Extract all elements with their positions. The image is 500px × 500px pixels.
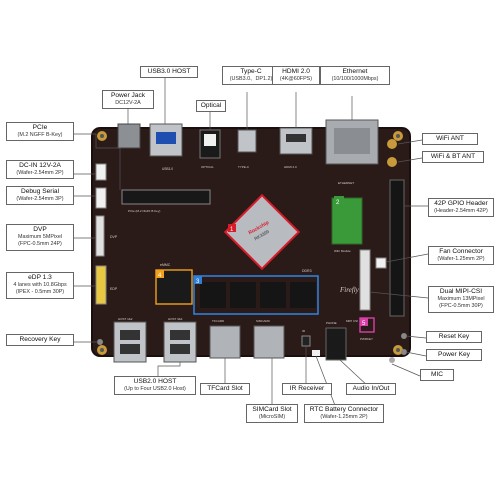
usb20-port-2 <box>163 321 197 363</box>
callout-wifi-ant: WiFi ANT <box>422 133 478 145</box>
pcb-label-pcie: PCIe (M.2 NGFF B Key) <box>128 209 160 213</box>
callout-pcie: PCIe (M.2 NGFF B-Key) <box>6 122 74 142</box>
pcb-label-pwrkey: PWRKEY <box>360 337 373 341</box>
wifi-ant-connector <box>387 139 397 149</box>
pcb-label-usb30: USB3.0 <box>162 167 173 171</box>
callout-ethernet: Ethernet (10/100/1000Mbps) <box>320 66 390 86</box>
marker-4: 4 <box>158 273 162 279</box>
callout-tfcard-slot: TFCard Slot <box>200 383 250 395</box>
reset-key-button <box>401 333 407 339</box>
marker-1: 1 <box>230 227 234 233</box>
ddr-chip-2 <box>230 282 256 308</box>
tfcard-slot <box>209 325 241 359</box>
marker-5: 5 <box>362 321 366 327</box>
callout-wifi-bt-ant: WiFi & BT ANT <box>422 151 484 163</box>
callout-hdmi: HDMI 2.0 (4K@60FPS) <box>272 66 320 86</box>
pcb-label-ir: IR <box>302 329 306 333</box>
pcb-label-edp: EDP <box>110 287 118 291</box>
ddr-chip-4 <box>290 282 316 308</box>
pcb-label-dvp: DVP <box>110 235 118 239</box>
pcie-slot <box>121 189 211 205</box>
recovery-key-button <box>97 339 103 345</box>
soc-chip <box>223 193 301 271</box>
power-jack-component <box>117 123 141 149</box>
wifi-bt-ant-connector <box>387 157 397 167</box>
pcb-label-host1: HOST 1&2 <box>118 317 133 321</box>
leader-lines <box>74 78 429 409</box>
wifi-module-label: WiFi Module <box>334 249 351 253</box>
callout-ir-receiver: IR Receiver <box>282 383 332 395</box>
callout-mipi-csi: Dual MIPI-CSI Maximum 13MPixel (FPC-0.5m… <box>428 286 494 313</box>
callout-rtc-battery: RTC Battery Connector (Wafer-1.25mm 2P) <box>304 404 384 424</box>
fan-connector <box>375 257 387 269</box>
rtc-connector <box>312 350 320 356</box>
callout-dvp: DVP Maximum 5MPixel (FPC-0.5mm 24P) <box>6 224 74 251</box>
callout-mic: MIC <box>420 369 454 381</box>
pcb-label-hdmi: HDMI 2.0 <box>284 165 297 169</box>
callout-edp: eDP 1.3 4 lanes with 10.8Gbps (IPEX - 0.… <box>6 272 74 299</box>
mounting-holes <box>97 131 403 355</box>
ddr-chip-3 <box>260 282 286 308</box>
callout-gpio-header: 42P GPIO Header (Header-2.54mm 42P) <box>428 198 494 218</box>
power-key-button <box>401 349 407 355</box>
typec-port <box>237 129 257 153</box>
ddr-highlight <box>193 275 319 315</box>
callout-simcard-slot: SIMCard Slot (MicroSIM) <box>246 404 298 424</box>
ddr-label: DDR3 <box>302 269 312 273</box>
edp-connector <box>95 265 107 305</box>
pcb-label-optical: OPTICAL <box>201 165 214 169</box>
usb20-port-1 <box>113 321 147 363</box>
dvp-fpc <box>95 215 105 257</box>
dcin-header <box>95 163 107 181</box>
pcb-label-typec: TYPE-C <box>238 165 250 169</box>
callout-usb20-host: USB2.0 HOST (Up to Four USB2.0 Host) <box>114 376 196 396</box>
gpio-header <box>389 179 405 317</box>
audio-jack <box>325 327 347 361</box>
ir-receiver <box>301 335 311 347</box>
brand-logo: Firefly <box>339 286 360 294</box>
emmc-label: eMMC <box>160 263 171 267</box>
simcard-slot <box>253 325 285 359</box>
callout-power-key: Power Key <box>426 349 482 361</box>
pcb-label-host3: HOST 3&4 <box>168 317 183 321</box>
callout-audio-in-out: Audio In/Out <box>346 383 396 395</box>
callout-usb30-host: USB3.0 HOST <box>140 66 198 78</box>
mic-component <box>389 357 395 363</box>
callout-dcin: DC-IN 12V-2A (Wafer-2.54mm 2P) <box>6 160 74 180</box>
pcb-label-phone: PHONE <box>326 321 337 325</box>
marker-2: 2 <box>336 200 340 206</box>
callout-power-jack: Power Jack DC12V-2A <box>102 90 154 110</box>
mipi-csi-connector <box>359 249 371 311</box>
callout-fan-connector: Fan Connector (Wafer-1.25mm 2P) <box>428 246 494 266</box>
pcb-label-tfcard: TFCARD <box>212 319 225 323</box>
pcb-label-ethernet: ETHERNET <box>338 181 354 185</box>
marker-3: 3 <box>196 279 200 285</box>
callout-recovery-key: Recovery Key <box>6 334 74 346</box>
debug-header <box>95 187 107 209</box>
pcb-label-mipi: MIPI CSI <box>346 319 358 323</box>
callout-type-c: Type-C (USB3.0、DP1.2) <box>222 66 280 86</box>
ddr-chip-1 <box>200 282 226 308</box>
callout-debug-serial: Debug Serial (Wafer-2.54mm 3P) <box>6 186 74 206</box>
pcb-label-simcard: SIMCARD <box>256 319 271 323</box>
callout-reset-key: Reset Key <box>426 331 482 343</box>
callout-optical: Optical <box>196 100 226 112</box>
